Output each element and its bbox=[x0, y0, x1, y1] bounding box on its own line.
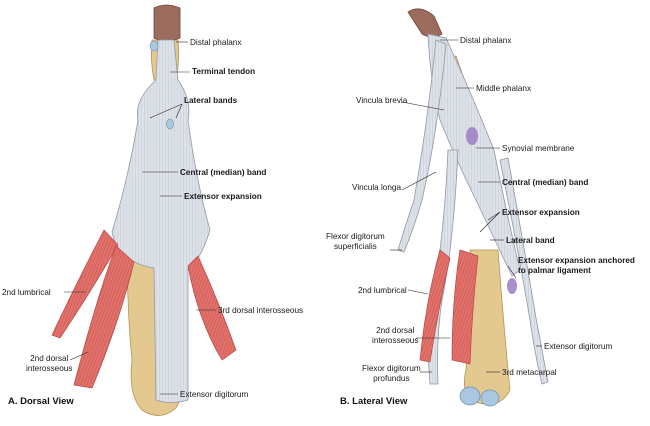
label-central-band-lateral: Central (median) band bbox=[502, 178, 589, 187]
label-second-dorsal-interosseous-lateral: 2nd dorsal interosseous bbox=[372, 326, 418, 345]
label-line: Extensor expansion anchored bbox=[518, 256, 635, 265]
label-extensor-digitorum-lateral: Extensor digitorum bbox=[544, 342, 613, 351]
label-central-band-dorsal: Central (median) band bbox=[180, 168, 267, 177]
label-line: profundus bbox=[373, 373, 410, 383]
lateral-metacarpal-head-cartilage bbox=[459, 386, 481, 406]
label-lateral-band: Lateral band bbox=[506, 236, 555, 245]
view-letter: B. bbox=[340, 396, 350, 407]
lateral-flexor-tendons bbox=[397, 39, 447, 253]
lateral-nail bbox=[407, 8, 443, 38]
label-vincula-brevia: Vincula brevia bbox=[356, 96, 408, 105]
view-title-text: Dorsal View bbox=[20, 396, 74, 407]
label-flexor-digitorum-superficialis: Flexor digitorum superficialis bbox=[326, 232, 385, 251]
label-second-lumbrical-lateral: 2nd lumbrical bbox=[358, 286, 407, 295]
lateral-second-interosseous-muscle bbox=[451, 249, 479, 365]
label-terminal-tendon: Terminal tendon bbox=[192, 67, 256, 76]
label-vincula-longa: Vincula longa bbox=[352, 183, 402, 192]
view-title-dorsal: A. Dorsal View bbox=[8, 396, 74, 407]
label-extensor-digitorum-dorsal: Extensor digitorum bbox=[180, 390, 249, 399]
dorsal-second-interosseous-muscle bbox=[73, 245, 135, 389]
label-line: to palmar ligament bbox=[518, 265, 591, 275]
dorsal-third-interosseous-muscle bbox=[187, 255, 237, 361]
label-line: Flexor digitorum bbox=[326, 232, 385, 241]
label-second-dorsal-interosseous-dorsal: 2nd dorsal interosseous bbox=[26, 354, 72, 373]
label-second-lumbrical-dorsal: 2nd lumbrical bbox=[2, 288, 51, 297]
label-extensor-expansion-dorsal: Extensor expansion bbox=[184, 192, 262, 201]
view-letter: A. bbox=[8, 396, 18, 407]
label-line: interosseous bbox=[372, 335, 419, 345]
label-line: 2nd dorsal bbox=[30, 354, 69, 363]
label-line: superficialis bbox=[333, 241, 377, 251]
label-distal-phalanx-lateral: Distal phalanx bbox=[460, 36, 512, 45]
dorsal-view-drawing bbox=[51, 4, 237, 416]
label-distal-phalanx-dorsal: Distal phalanx bbox=[190, 38, 242, 47]
label-lateral-bands: Lateral bands bbox=[184, 96, 238, 105]
lateral-palmar-ligament bbox=[507, 278, 517, 294]
lateral-view-drawing bbox=[390, 8, 549, 407]
label-flexor-digitorum-profundus: Flexor digitorum profundus bbox=[362, 364, 421, 383]
lateral-extensor-expansion bbox=[427, 33, 521, 277]
dorsal-extensor-expansion bbox=[111, 39, 211, 403]
lateral-second-lumbrical-muscle bbox=[419, 249, 451, 363]
label-extensor-expansion-anchored: Extensor expansion anchored to palmar li… bbox=[518, 256, 635, 275]
label-line: Flexor digitorum bbox=[362, 364, 421, 373]
view-title-lateral: B. Lateral View bbox=[340, 396, 407, 407]
dorsal-nail bbox=[153, 4, 181, 42]
view-title-text: Lateral View bbox=[352, 396, 408, 407]
label-third-dorsal-interosseous: 3rd dorsal interosseous bbox=[218, 306, 304, 315]
dorsal-joint-cartilage bbox=[149, 40, 159, 52]
label-extensor-expansion-lateral: Extensor expansion bbox=[502, 208, 580, 217]
lateral-synovial-membrane bbox=[466, 127, 478, 145]
label-synovial-membrane: Synovial membrane bbox=[502, 144, 575, 153]
dorsal-joint-cartilage-2 bbox=[166, 118, 174, 130]
label-line: 2nd dorsal bbox=[376, 326, 415, 335]
label-line: interosseous bbox=[26, 363, 73, 373]
label-middle-phalanx: Middle phalanx bbox=[476, 84, 532, 93]
lateral-extensor-digitorum-tendon bbox=[499, 157, 549, 385]
dorsal-second-lumbrical-muscle bbox=[51, 229, 119, 339]
lateral-metacarpal-head-cartilage-2 bbox=[480, 389, 500, 407]
label-third-metacarpal: 3rd metacarpal bbox=[502, 368, 557, 377]
